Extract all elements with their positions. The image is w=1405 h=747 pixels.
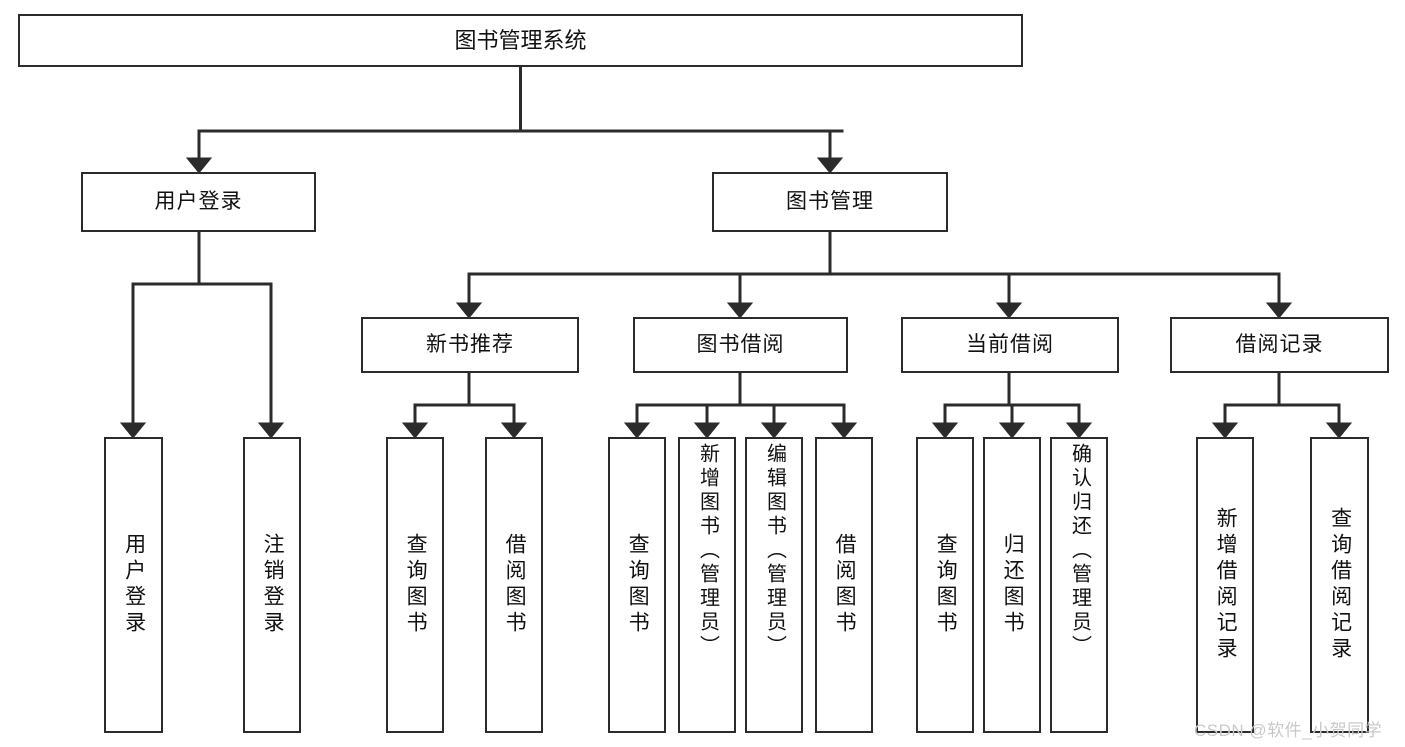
- node-book-management[interactable]: 图书管理: [712, 172, 948, 232]
- node-borrow-records[interactable]: 借阅记录: [1170, 317, 1389, 373]
- leaf-node[interactable]: 查询图书: [916, 437, 974, 733]
- leaf-node[interactable]: 借阅图书: [485, 437, 543, 733]
- node-book-borrow[interactable]: 图书借阅: [633, 317, 848, 373]
- leaf-node[interactable]: 查询借阅记录: [1310, 437, 1369, 733]
- node-current-borrow-label: 当前借阅: [966, 332, 1054, 356]
- leaf-node-label: 新增图书（管理员）: [696, 443, 719, 659]
- leaf-node[interactable]: 编辑图书（管理员）: [745, 437, 803, 733]
- leaf-node[interactable]: 查询图书: [386, 437, 444, 733]
- node-current-borrow[interactable]: 当前借阅: [901, 317, 1119, 373]
- leaf-node-label: 归还图书: [1001, 533, 1025, 637]
- leaf-node-label: 查询图书: [404, 533, 428, 637]
- node-user-login[interactable]: 用户登录: [81, 172, 316, 232]
- leaf-node-label: 注销登录: [261, 533, 285, 637]
- leaf-node-label: 查询图书: [934, 533, 958, 637]
- leaf-node[interactable]: 注销登录: [243, 437, 301, 733]
- leaf-node-label: 借阅图书: [503, 533, 527, 637]
- leaf-node-label: 查询借阅记录: [1328, 507, 1352, 663]
- leaf-node-label: 查询图书: [626, 533, 650, 637]
- leaf-node[interactable]: 用户登录: [104, 437, 163, 733]
- leaf-node-label: 编辑图书（管理员）: [763, 443, 786, 659]
- node-user-login-label: 用户登录: [154, 189, 243, 213]
- node-root[interactable]: 图书管理系统: [18, 14, 1023, 67]
- node-book-management-label: 图书管理: [786, 189, 874, 213]
- leaf-node[interactable]: 新增图书（管理员）: [678, 437, 736, 733]
- leaf-node-label: 用户登录: [122, 533, 146, 637]
- node-root-label: 图书管理系统: [454, 27, 587, 53]
- leaf-node-label: 新增借阅记录: [1214, 507, 1238, 663]
- node-book-borrow-label: 图书借阅: [696, 332, 785, 356]
- leaf-node-label: 确认归还（管理员）: [1068, 443, 1091, 659]
- node-new-book-recommend[interactable]: 新书推荐: [361, 317, 579, 373]
- leaf-node[interactable]: 确认归还（管理员）: [1050, 437, 1108, 733]
- leaf-node[interactable]: 归还图书: [983, 437, 1041, 733]
- leaf-node[interactable]: 借阅图书: [815, 437, 873, 733]
- leaf-node[interactable]: 新增借阅记录: [1196, 437, 1254, 733]
- node-new-book-recommend-label: 新书推荐: [426, 332, 514, 356]
- node-borrow-records-label: 借阅记录: [1235, 332, 1324, 356]
- leaf-node-label: 借阅图书: [833, 533, 857, 637]
- leaf-node[interactable]: 查询图书: [608, 437, 666, 733]
